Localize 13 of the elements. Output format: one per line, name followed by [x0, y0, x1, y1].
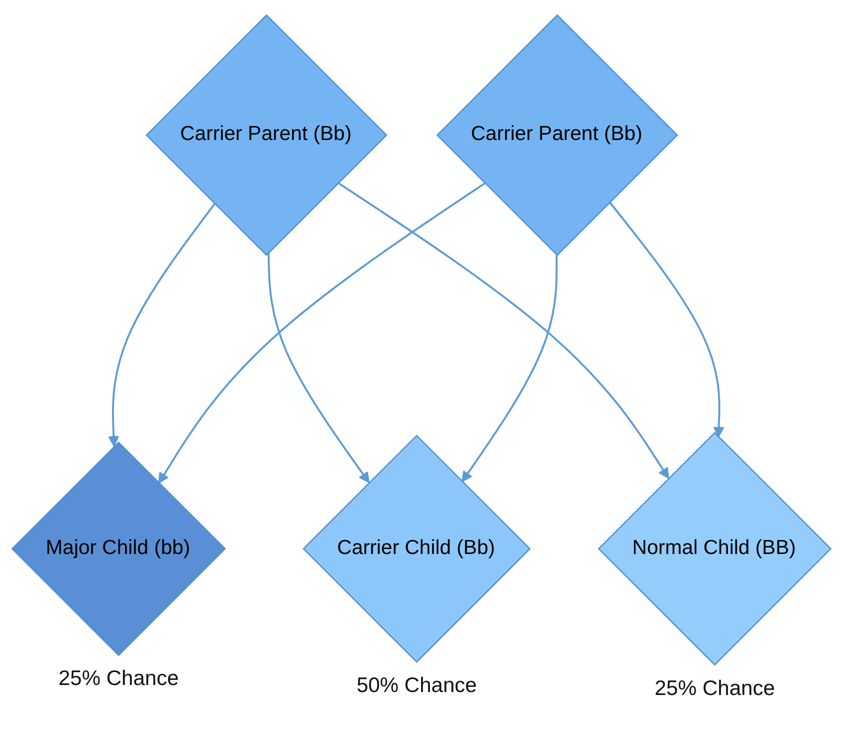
node-diamond [11, 441, 226, 656]
arrow [108, 203, 216, 447]
node-diamond [302, 434, 531, 663]
arrow [158, 182, 486, 484]
arrow [338, 182, 670, 479]
node-diamond [436, 14, 678, 256]
arrow [608, 202, 724, 438]
arrow [268, 252, 370, 484]
node-diamond [146, 14, 388, 256]
probability-label: 25% Chance [654, 676, 775, 701]
probability-label: 50% Chance [356, 674, 477, 698]
node-diamond [598, 432, 832, 666]
arrow [462, 255, 558, 482]
